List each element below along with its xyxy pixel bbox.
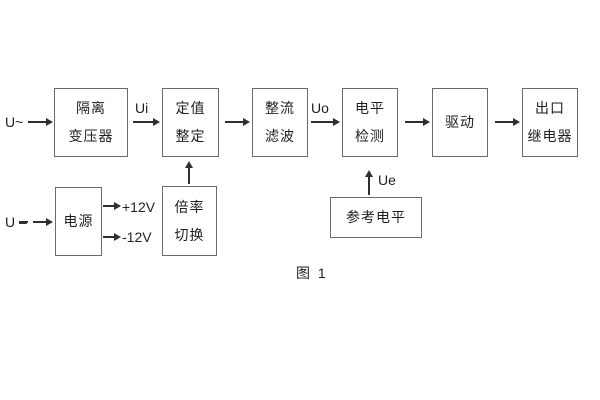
block-label: 滤波 bbox=[265, 128, 295, 144]
signal-ui-label: Ui bbox=[135, 100, 149, 116]
block-value-setting: 定值 整定 bbox=[162, 88, 219, 157]
block-label: 变压器 bbox=[68, 128, 114, 144]
block-isolation-transformer: 隔离 变压器 bbox=[54, 88, 128, 157]
ac-input-label: U~ bbox=[5, 114, 24, 130]
plus-12v-label: +12V bbox=[122, 199, 156, 215]
signal-ue-label: Ue bbox=[378, 172, 396, 188]
block-label: 切换 bbox=[174, 226, 205, 243]
arrow-right-icon bbox=[28, 118, 53, 126]
block-label: 出口 bbox=[535, 100, 565, 116]
block-ratio-switch: 倍率 切换 bbox=[162, 186, 217, 256]
arrow-right-icon bbox=[133, 118, 160, 126]
block-label: 检测 bbox=[355, 128, 385, 144]
arrow-right-icon bbox=[495, 118, 520, 126]
block-rectify-filter: 整流 滤波 bbox=[252, 88, 308, 157]
block-label: 电源 bbox=[63, 213, 94, 229]
block-label: 定值 bbox=[175, 100, 206, 116]
arrow-up-icon bbox=[185, 161, 193, 184]
dc-dash-icon bbox=[19, 221, 28, 223]
figure-caption: 图 1 bbox=[296, 265, 328, 281]
block-label: 整流 bbox=[265, 100, 295, 116]
arrow-right-icon bbox=[103, 233, 121, 241]
signal-uo-label: Uo bbox=[311, 100, 329, 116]
arrow-right-icon bbox=[33, 218, 53, 226]
dc-input-label: U – bbox=[5, 214, 27, 230]
block-level-detect: 电平 检测 bbox=[342, 88, 398, 157]
arrow-up-icon bbox=[365, 170, 373, 195]
block-reference-level: 参考电平 bbox=[330, 197, 422, 238]
block-label: 电平 bbox=[355, 100, 385, 116]
block-label: 隔离 bbox=[76, 100, 106, 116]
block-drive: 驱动 bbox=[432, 88, 488, 157]
block-label: 倍率 bbox=[174, 198, 205, 215]
arrow-right-icon bbox=[103, 202, 121, 210]
arrow-right-icon bbox=[225, 118, 250, 126]
block-label: 驱动 bbox=[445, 114, 475, 130]
block-output-relay: 出口 继电器 bbox=[522, 88, 578, 157]
arrow-right-icon bbox=[311, 118, 340, 126]
block-label: 参考电平 bbox=[346, 209, 406, 225]
block-power-supply: 电源 bbox=[55, 187, 102, 256]
block-label: 继电器 bbox=[527, 128, 573, 144]
minus-12v-label: -12V bbox=[122, 229, 152, 245]
block-label: 整定 bbox=[175, 128, 206, 144]
arrow-right-icon bbox=[405, 118, 430, 126]
